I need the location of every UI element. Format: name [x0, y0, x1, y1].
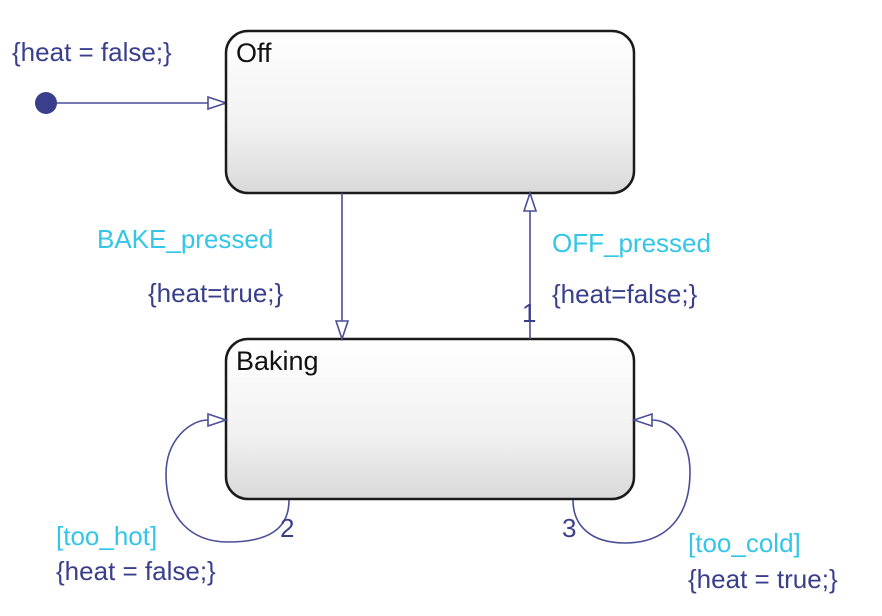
state-baking-name-label[interactable]: Baking: [236, 346, 319, 376]
transition-too-hot-arrowhead-icon: [207, 412, 229, 428]
transition-baking-to-off-order-label: 1: [522, 298, 536, 328]
transition-off-to-baking-event-label[interactable]: BAKE_pressed: [97, 224, 273, 254]
transition-baking-to-off-arrowhead-icon: [522, 190, 538, 212]
default-transition-arrowhead-icon: [207, 95, 229, 111]
transition-too-hot-action-label[interactable]: {heat = false;}: [56, 556, 216, 586]
transition-baking-to-off-event-label[interactable]: OFF_pressed: [552, 228, 711, 258]
transition-too-cold-action-label[interactable]: {heat = true;}: [688, 564, 838, 594]
transition-off-to-baking-arrowhead-icon: [334, 320, 350, 342]
default-transition-dot-icon[interactable]: [35, 92, 57, 114]
transition-too-hot-order-label: 2: [280, 513, 294, 543]
transition-too-hot-guard-label[interactable]: [too_hot]: [56, 521, 157, 551]
transition-baking-to-off-action-label[interactable]: {heat=false;}: [552, 279, 698, 309]
state-off[interactable]: [224, 29, 636, 195]
state-off-name-label[interactable]: Off: [236, 38, 272, 68]
transition-too-cold-order-label: 3: [562, 513, 576, 543]
state-baking[interactable]: [224, 337, 636, 501]
transition-too-cold-guard-label[interactable]: [too_cold]: [688, 528, 801, 558]
transition-too-hot-loop[interactable]: [165, 419, 290, 543]
default-transition-action-label[interactable]: {heat = false;}: [12, 37, 172, 67]
transition-too-cold-arrowhead-icon: [631, 412, 653, 428]
transition-off-to-baking-action-label[interactable]: {heat=true;}: [148, 278, 283, 308]
transition-too-cold-loop[interactable]: [572, 419, 691, 544]
